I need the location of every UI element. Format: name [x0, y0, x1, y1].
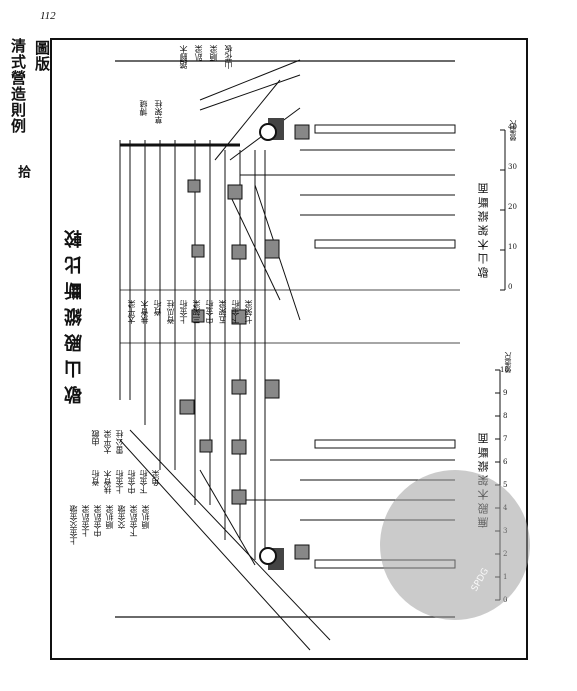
plate-number: 拾 [15, 165, 30, 178]
label: 上金交金墩 [69, 505, 78, 545]
label: 順扒梁 [105, 505, 114, 529]
label: 脊瓜柱 [166, 300, 175, 324]
label: 太平梁 [127, 300, 136, 324]
label: 上金桁 [115, 470, 124, 494]
left-view-caption: 歇山木架縱斷面 [477, 180, 490, 278]
label: 中金桁 [127, 470, 136, 494]
page-number: 112 [40, 10, 56, 22]
label: 中金趴梁 [93, 505, 102, 537]
label: 脊桁 [153, 300, 162, 316]
label: 太平梁 [103, 430, 112, 454]
label: 三架梁 [192, 300, 201, 324]
label: 由戧 [91, 430, 100, 446]
label: 雷公柱 [115, 430, 124, 454]
label: 中金桁 [205, 300, 214, 324]
label: 上金趴梁 [81, 505, 90, 537]
label: 扶脊木 [140, 300, 149, 324]
label: 順扒梁 [141, 505, 150, 529]
book-title: 清式營造則例 [9, 38, 27, 134]
label: 扶脊木 [103, 470, 112, 494]
label: 交金墩 [117, 505, 126, 529]
label: 趴梁 [194, 45, 203, 61]
label: 踏腳木 [179, 45, 188, 69]
columns-right [240, 124, 456, 249]
label: 博縫 [139, 100, 148, 116]
label: 下金趴梁 [129, 505, 138, 537]
scale-right-graphic [500, 129, 506, 291]
label: 下金桁 [139, 470, 148, 494]
drawing-frame [50, 38, 528, 660]
label: 角梁 [151, 470, 160, 486]
label: 順梁 [209, 45, 218, 61]
label: 上金桁 [179, 300, 188, 324]
label: 草架柱 [154, 100, 163, 124]
plate-title: 圖版 [33, 40, 51, 72]
label: 山花板 [224, 45, 233, 69]
label: 五架梁 [218, 300, 227, 324]
label: 脊桁 [91, 470, 100, 486]
label: 七架梁 [244, 300, 253, 324]
label: 下金桁 [231, 300, 240, 324]
